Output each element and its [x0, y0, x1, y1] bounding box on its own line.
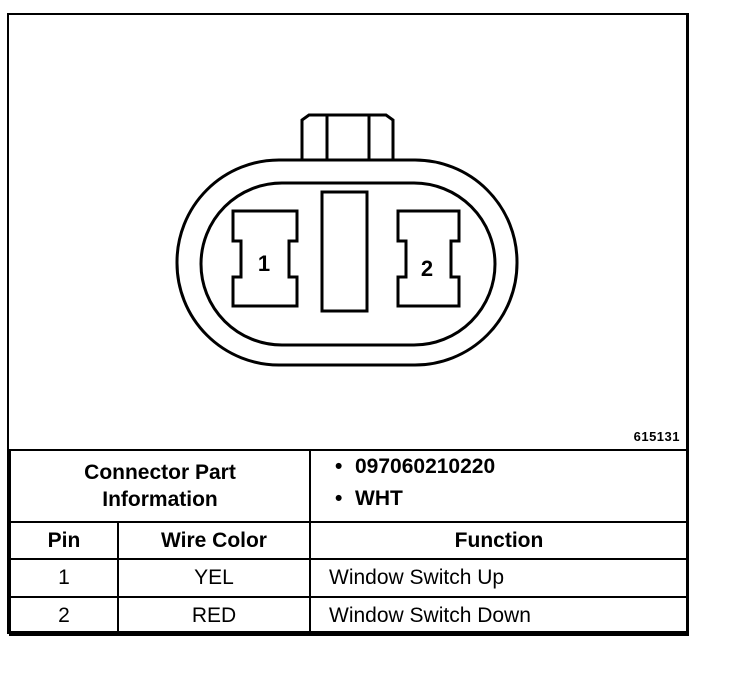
pin-2-label: 2: [421, 256, 433, 281]
connector-info-table: Connector Part Information • 097060210220…: [9, 449, 689, 636]
function-cell: Window Switch Up: [309, 558, 689, 598]
part-info-values: • 097060210220 • WHT: [309, 449, 689, 523]
part-info-label-line2: Information: [102, 488, 218, 511]
table-row: 1 YEL Window Switch Up: [9, 558, 689, 598]
figure-id: 615131: [633, 429, 680, 444]
connector-diagram-frame: 1 2 615131 Connector Part Information • 0…: [7, 13, 689, 636]
wire-color-cell: YEL: [117, 558, 311, 598]
pin-1-label: 1: [258, 251, 270, 276]
wire-color-header: Wire Color: [117, 521, 311, 560]
part-number-value: 097060210220: [355, 455, 496, 478]
pin-1-cavity: [231, 209, 299, 308]
pin-2-cavity: [396, 209, 461, 308]
function-cell: Window Switch Down: [309, 596, 689, 636]
wire-color-cell: RED: [117, 596, 311, 636]
bullet-icon: •: [335, 487, 343, 510]
connector-face-drawing: 1 2: [175, 113, 519, 367]
pin-cell: 2: [9, 596, 119, 636]
header-row: Pin Wire Color Function: [9, 521, 689, 560]
part-color-value: WHT: [355, 487, 403, 510]
pin-header: Pin: [9, 521, 119, 560]
part-info-label: Connector Part Information: [9, 449, 311, 523]
connector-diagram: 1 2 615131: [9, 15, 686, 449]
bullet-icon: •: [335, 455, 343, 478]
function-header: Function: [309, 521, 689, 560]
center-key: [320, 190, 369, 313]
part-number: • 097060210220: [325, 451, 687, 483]
pin-cell: 1: [9, 558, 119, 598]
part-info-label-line1: Connector Part: [84, 461, 236, 484]
table-row: 2 RED Window Switch Down: [9, 596, 689, 636]
part-color: • WHT: [325, 483, 687, 515]
part-info-row: Connector Part Information • 097060210220…: [9, 449, 689, 523]
